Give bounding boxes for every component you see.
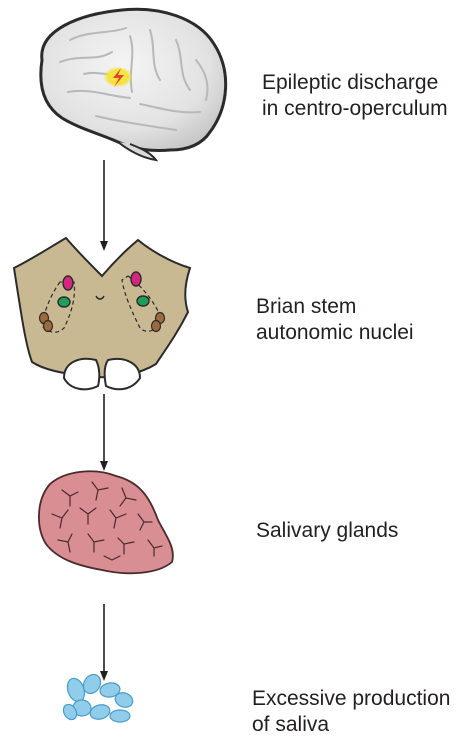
brain-icon	[39, 7, 228, 162]
step-2-line-2: autonomic nuclei	[256, 321, 414, 344]
step-label-epileptic-discharge: Epileptic discharge in centro-operculum	[262, 70, 448, 122]
step-4-line-1: Excessive production	[252, 687, 451, 710]
salivary-gland-icon	[38, 470, 174, 575]
step-label-brainstem-nuclei: Brian stem autonomic nuclei	[256, 294, 414, 346]
step-label-excessive-saliva: Excessive production of saliva	[252, 686, 450, 738]
saliva-droplets-icon	[62, 673, 134, 723]
step-2-line-1: Brian stem	[256, 295, 357, 318]
brainstem-section-icon	[12, 236, 192, 391]
step-1-line-1: Epileptic discharge	[262, 71, 439, 94]
step-1-line-2: in centro-operculum	[262, 97, 448, 120]
step-4-line-2: of saliva	[252, 713, 330, 736]
step-3-line-1: Salivary glands	[256, 519, 399, 542]
step-label-salivary-glands: Salivary glands	[256, 518, 398, 544]
